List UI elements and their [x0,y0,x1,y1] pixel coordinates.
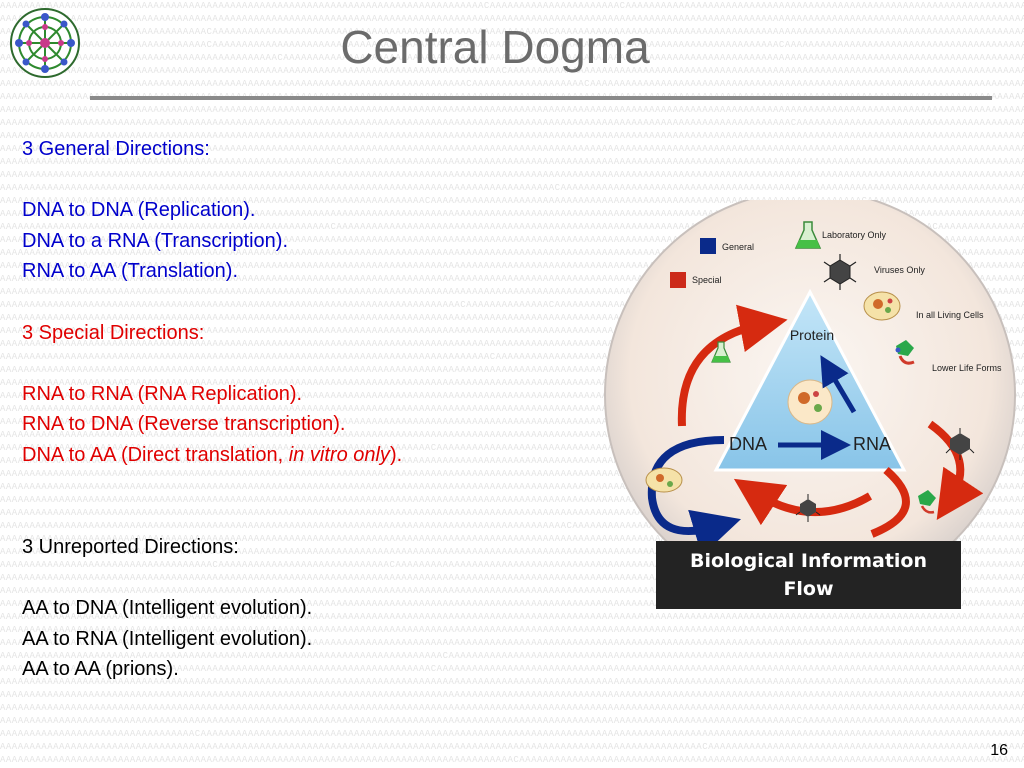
caption-line-1: Biological Information [689,550,928,572]
text-line: 3 General Directions: [22,134,582,165]
line-text: DNA to AA (Direct translation, [22,443,289,466]
node-rna: RNA [853,434,891,454]
line-text: RNA to RNA (RNA Replication). [22,382,303,405]
legend-viruses-label: Viruses Only [874,265,925,275]
slide-title: Central Dogma [340,21,650,73]
line-text: DNA to a RNA (Transcription). [22,229,289,252]
arrow-lower-life-icon [918,490,936,514]
arrow-virus-icon [795,494,821,522]
virus-icon [823,254,857,290]
legend-special: Special [670,272,722,288]
text-line [22,562,582,593]
text-line [22,287,582,318]
text-line: DNA to a RNA (Transcription). [22,226,582,257]
text-line [22,471,582,502]
arrow-cell-icon [645,467,683,493]
text-line: DNA to AA (Direct translation, in vitro … [22,440,582,471]
line-text: 3 Special Directions: [22,321,205,344]
rna-replication-arrow [927,420,984,520]
rna-to-protein-arrow [820,355,857,414]
text-line: AA to DNA (Intelligent evolution). [22,593,582,624]
flask-icon [794,221,822,249]
arrow-flask-icon [711,341,731,363]
line-text: DNA to DNA (Replication). [22,199,256,222]
directions-text: 3 General Directions: DNA to DNA (Replica… [22,134,582,685]
text-line: RNA to AA (Translation). [22,256,582,287]
title-divider [90,96,992,100]
center-cell-icon [787,379,833,425]
page-number: 16 [990,742,1008,759]
caption-line-2: Flow [783,578,834,600]
rna-loop-arrow [870,466,910,538]
general-swatch [700,238,716,254]
text-line: 3 Special Directions: [22,318,582,349]
arrow-virus-icon-right [945,428,975,460]
text-line: RNA to DNA (Reverse transcription). [22,409,582,440]
cell-icon [863,291,901,321]
legend-special-label: Special [692,275,722,285]
text-line: DNA to DNA (Replication). [22,195,582,226]
text-line: AA to AA (prions). [22,654,582,685]
special-swatch [670,272,686,288]
legend-living-cells-label: In all Living Cells [916,310,984,320]
text-line: 3 Unreported Directions: [22,532,582,563]
legend-lower-life-label: Lower Life Forms [932,363,1002,373]
legend-general: General [700,238,754,254]
line-text: RNA to AA (Translation). [22,260,239,283]
line-text: RNA to DNA (Reverse transcription). [22,413,346,436]
line-text: 3 Unreported Directions: [22,535,239,558]
line-italic-text: in vitro only [288,443,390,466]
text-line [22,165,582,196]
line-text: AA to RNA (Intelligent evolution). [22,627,313,650]
text-line [22,348,582,379]
text-line: RNA to RNA (RNA Replication). [22,379,582,410]
legend-general-label: General [722,242,754,252]
line-text: 3 General Directions: [22,138,210,160]
node-protein: Protein [790,327,834,343]
legend-laboratory-label: Laboratory Only [822,230,887,240]
dna-replication-arrow [647,436,741,556]
line-suffix-text: ). [389,443,403,466]
dna-lattice-logo [10,8,80,78]
text-line [22,501,582,532]
line-text: AA to AA (prions). [22,658,179,681]
dna-to-protein-arrow [677,304,788,427]
text-line: AA to RNA (Intelligent evolution). [22,624,582,655]
central-dogma-diagram: General Special Laboratory Only Viruses … [604,200,1016,601]
node-dna: DNA [729,434,767,454]
general-arrows [647,355,857,556]
biological-information-flow-caption: Biological Information Flow [656,541,961,609]
line-text: AA to DNA (Intelligent evolution). [22,596,313,619]
lower-life-icon [895,340,915,365]
